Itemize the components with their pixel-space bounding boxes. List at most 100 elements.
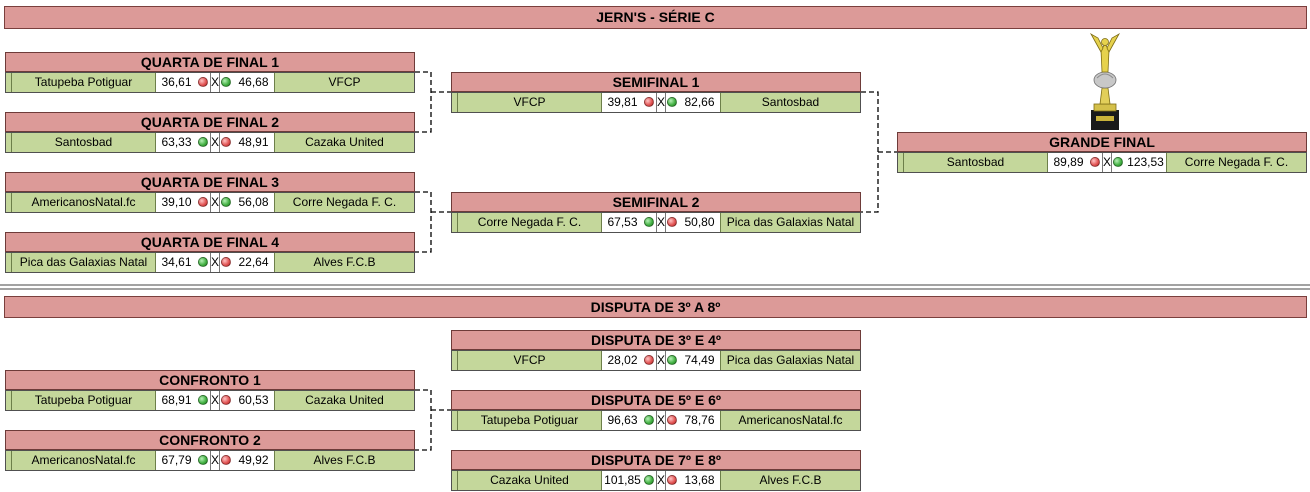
team-b-score: 49,92	[233, 451, 275, 470]
team-b-score: 46,68	[233, 73, 275, 92]
semifinal-1: SEMIFINAL 1 VFCP 39,81 X 82,66 Santosbad	[451, 72, 861, 113]
team-a-score: 28,02	[602, 351, 643, 370]
team-a-name: Tatupeba Potiguar	[458, 411, 602, 430]
team-a-score: 67,53	[602, 213, 643, 232]
team-a-name: Tatupeba Potiguar	[12, 391, 156, 410]
row-stub	[452, 471, 458, 490]
team-b-score: 74,49	[679, 351, 721, 370]
team-b-score: 78,76	[679, 411, 721, 430]
versus-label: X	[210, 391, 220, 410]
versus-label: X	[656, 93, 666, 112]
green-dot-icon	[666, 351, 679, 370]
confronto-1: CONFRONTO 1 Tatupeba Potiguar 68,91 X 60…	[5, 370, 415, 411]
red-dot-icon	[643, 351, 656, 370]
green-dot-icon	[197, 391, 210, 410]
team-a-name: AmericanosNatal.fc	[12, 193, 156, 212]
match-header: QUARTA DE FINAL 4	[5, 232, 415, 252]
red-dot-icon	[220, 133, 233, 152]
match-row: Corre Negada F. C. 67,53 X 50,80 Pica da…	[451, 212, 861, 233]
team-a-name: Pica das Galaxias Natal	[12, 253, 156, 272]
versus-label: X	[656, 411, 666, 430]
team-b-name: Corre Negada F. C.	[275, 193, 414, 212]
match-row: Cazaka United 101,85 X 13,68 Alves F.C.B	[451, 470, 861, 491]
green-dot-icon	[197, 133, 210, 152]
match-header: CONFRONTO 2	[5, 430, 415, 450]
versus-label: X	[656, 471, 666, 490]
green-dot-icon	[643, 471, 656, 490]
match-row: VFCP 28,02 X 74,49 Pica das Galaxias Nat…	[451, 350, 861, 371]
team-b-name: Santosbad	[721, 93, 860, 112]
team-b-name: AmericanosNatal.fc	[721, 411, 860, 430]
row-stub	[6, 133, 12, 152]
row-stub	[6, 73, 12, 92]
match-header: DISPUTA DE 7º E 8º	[451, 450, 861, 470]
team-a-score: 34,61	[156, 253, 197, 272]
match-header: QUARTA DE FINAL 2	[5, 112, 415, 132]
team-b-score: 82,66	[679, 93, 721, 112]
green-dot-icon	[220, 193, 233, 212]
placement-7th-8th: DISPUTA DE 7º E 8º Cazaka United 101,85 …	[451, 450, 861, 491]
team-a-name: Cazaka United	[458, 471, 602, 490]
green-dot-icon	[643, 411, 656, 430]
match-header: DISPUTA DE 5º E 6º	[451, 390, 861, 410]
green-dot-icon	[666, 93, 679, 112]
quarterfinal-1: QUARTA DE FINAL 1 Tatupeba Potiguar 36,6…	[5, 52, 415, 93]
trophy-icon	[1089, 32, 1121, 130]
team-a-name: Tatupeba Potiguar	[12, 73, 156, 92]
team-a-name: AmericanosNatal.fc	[12, 451, 156, 470]
placement-title-banner: DISPUTA DE 3º A 8º	[4, 296, 1307, 318]
green-dot-icon	[197, 253, 210, 272]
row-stub	[6, 253, 12, 272]
page-title: JERN'S - SÉRIE C	[596, 9, 715, 25]
team-b-name: Alves F.C.B	[275, 451, 414, 470]
team-a-name: VFCP	[458, 93, 602, 112]
red-dot-icon	[197, 73, 210, 92]
confronto-2: CONFRONTO 2 AmericanosNatal.fc 67,79 X 4…	[5, 430, 415, 471]
versus-label: X	[656, 351, 666, 370]
row-stub	[6, 193, 12, 212]
team-b-score: 123,53	[1125, 153, 1167, 172]
placement-title: DISPUTA DE 3º A 8º	[590, 299, 721, 315]
red-dot-icon	[666, 471, 679, 490]
match-row: AmericanosNatal.fc 67,79 X 49,92 Alves F…	[5, 450, 415, 471]
team-a-score: 63,33	[156, 133, 197, 152]
quarterfinal-3: QUARTA DE FINAL 3 AmericanosNatal.fc 39,…	[5, 172, 415, 213]
team-a-score: 101,85	[602, 471, 643, 490]
versus-label: X	[210, 133, 220, 152]
row-stub	[898, 153, 904, 172]
row-stub	[6, 391, 12, 410]
team-a-name: Santosbad	[12, 133, 156, 152]
placement-3rd-4th: DISPUTA DE 3º E 4º VFCP 28,02 X 74,49 Pi…	[451, 330, 861, 371]
team-a-score: 67,79	[156, 451, 197, 470]
team-a-name: Santosbad	[904, 153, 1048, 172]
match-row: Santosbad 89,89 X 123,53 Corre Negada F.…	[897, 152, 1307, 173]
green-dot-icon	[1112, 153, 1125, 172]
red-dot-icon	[1089, 153, 1102, 172]
versus-label: X	[1102, 153, 1112, 172]
team-b-name: Pica das Galaxias Natal	[721, 351, 860, 370]
team-a-score: 39,10	[156, 193, 197, 212]
row-stub	[452, 351, 458, 370]
row-stub	[452, 213, 458, 232]
team-b-score: 50,80	[679, 213, 721, 232]
row-stub	[6, 451, 12, 470]
red-dot-icon	[220, 391, 233, 410]
red-dot-icon	[197, 193, 210, 212]
match-row: AmericanosNatal.fc 39,10 X 56,08 Corre N…	[5, 192, 415, 213]
red-dot-icon	[666, 213, 679, 232]
team-a-score: 68,91	[156, 391, 197, 410]
green-dot-icon	[643, 213, 656, 232]
team-b-score: 48,91	[233, 133, 275, 152]
red-dot-icon	[643, 93, 656, 112]
red-dot-icon	[220, 253, 233, 272]
match-header: SEMIFINAL 2	[451, 192, 861, 212]
team-a-name: VFCP	[458, 351, 602, 370]
team-b-name: Alves F.C.B	[275, 253, 414, 272]
team-b-name: Alves F.C.B	[721, 471, 860, 490]
team-a-score: 39,81	[602, 93, 643, 112]
row-stub	[452, 93, 458, 112]
match-header: SEMIFINAL 1	[451, 72, 861, 92]
team-a-name: Corre Negada F. C.	[458, 213, 602, 232]
team-b-name: VFCP	[275, 73, 414, 92]
team-b-name: Cazaka United	[275, 133, 414, 152]
